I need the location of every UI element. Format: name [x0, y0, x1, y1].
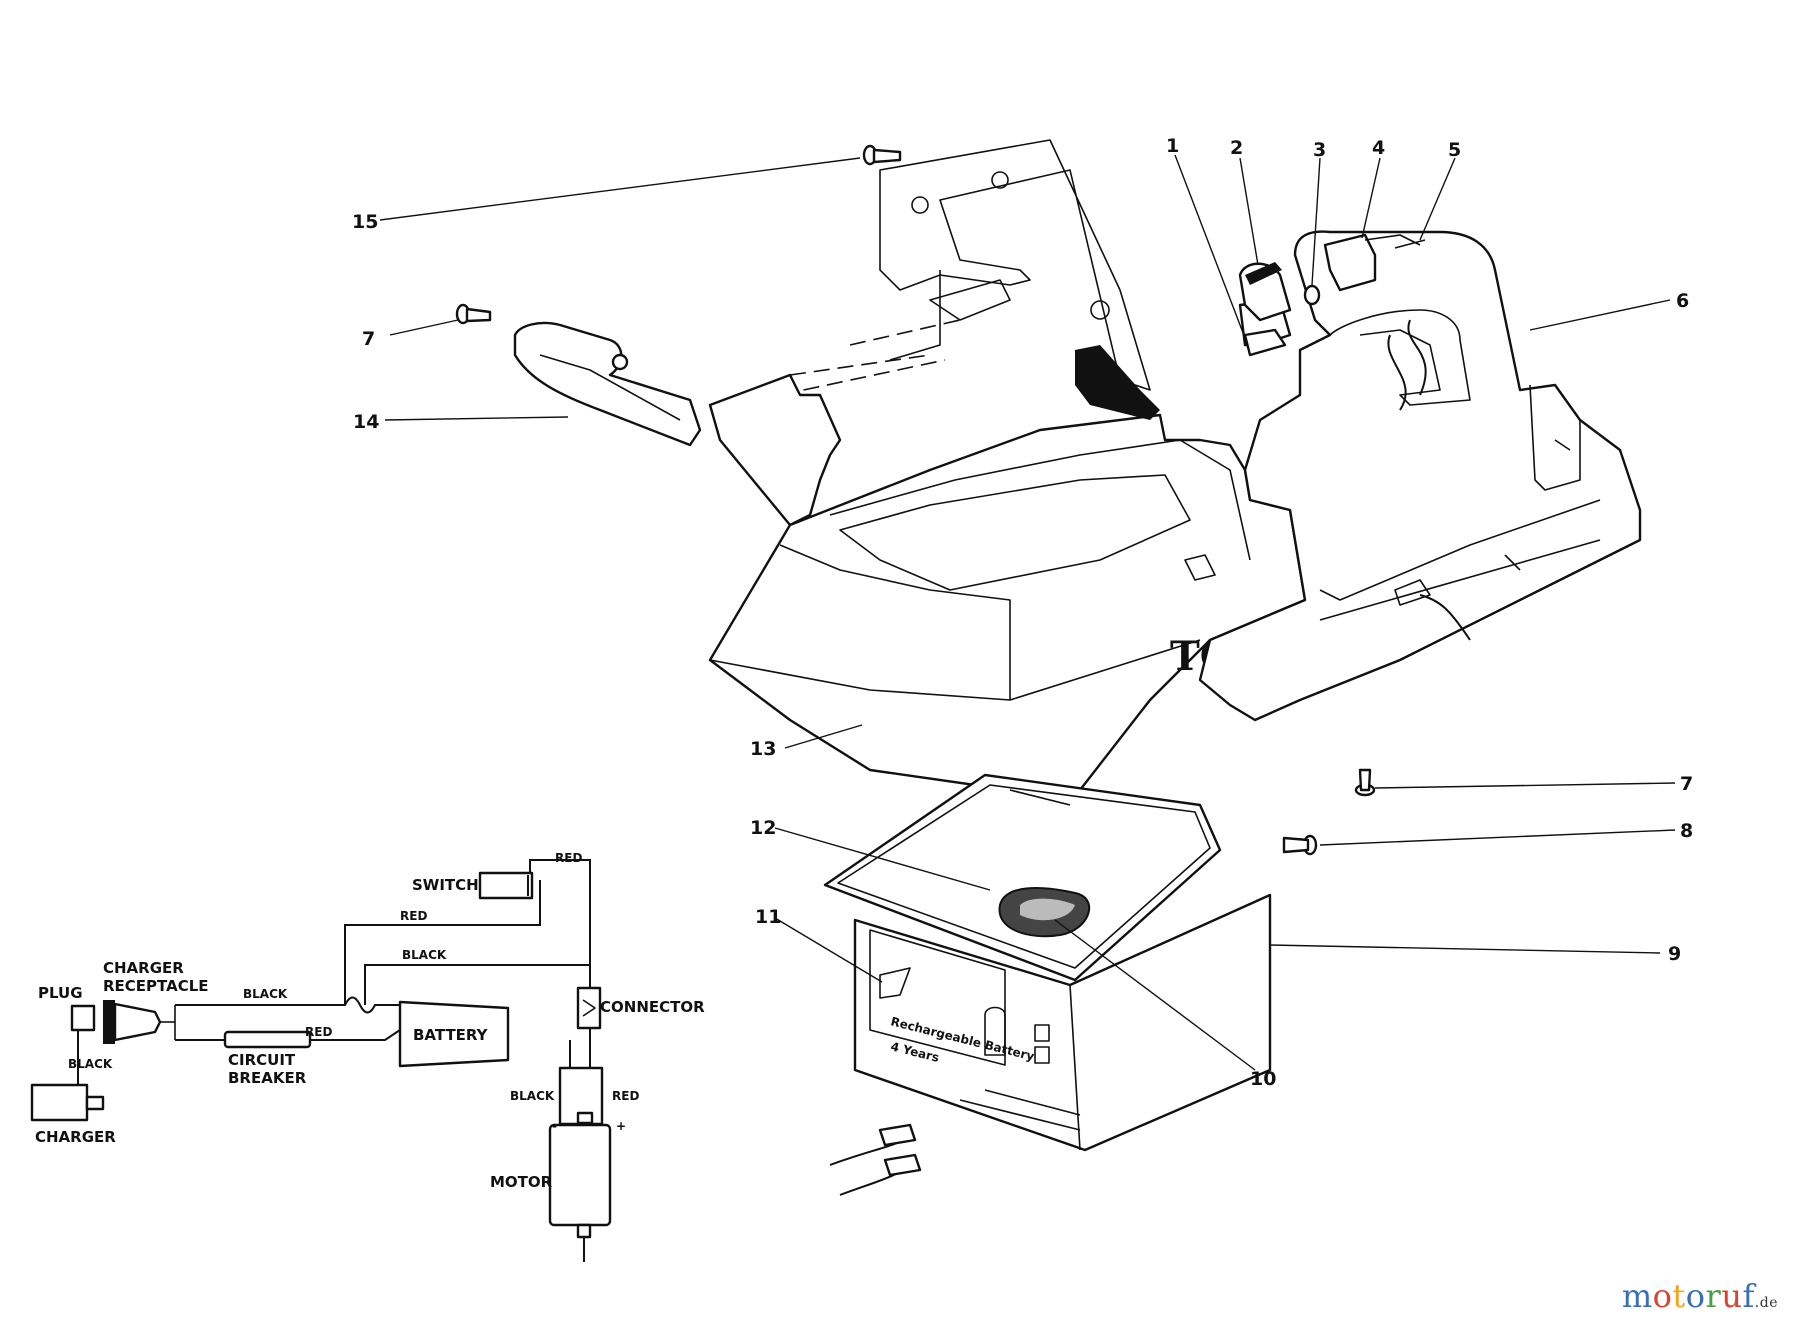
- part-3-washer: [1303, 284, 1321, 306]
- screw-15: [862, 144, 902, 166]
- label-charger-receptacle-2: RECEPTACLE: [103, 977, 209, 995]
- screw-7-upper: [455, 303, 492, 325]
- part-9-battery-case: Rechargeable Battery 4 Years: [829, 893, 1272, 1196]
- label-plug: PLUG: [38, 984, 83, 1002]
- watermark-letter: o: [1652, 1277, 1673, 1315]
- part-14-handle: [513, 321, 702, 447]
- callout-6: 6: [1676, 290, 1689, 312]
- label-breaker: BREAKER: [228, 1069, 307, 1087]
- wiring-motor-symbol: [548, 1066, 612, 1262]
- label-motor: MOTOR: [490, 1173, 553, 1191]
- label-black-mid: BLACK: [402, 948, 447, 962]
- callout-11: 11: [755, 906, 781, 928]
- wiring-schematic: SWITCH RED RED BLACK CHARGER RECEPTACLE …: [30, 851, 705, 1262]
- parts-drawing: TO: [352, 135, 1693, 1196]
- part-11-clip: [879, 967, 911, 999]
- watermark-letter: r: [1705, 1277, 1722, 1315]
- callout-8: 8: [1680, 820, 1693, 842]
- wiring-charger-symbol: [30, 1083, 105, 1122]
- screws: [455, 144, 1376, 856]
- screw-7-lower: [1354, 768, 1376, 797]
- label-circuit: CIRCUIT: [228, 1051, 296, 1069]
- wiring-connector-symbol: [576, 986, 602, 1030]
- watermark-letter: f: [1742, 1277, 1755, 1315]
- label-charger-receptacle-1: CHARGER: [103, 959, 184, 977]
- callout-15: 15: [352, 211, 378, 233]
- part-4-switch-body: [1323, 233, 1377, 292]
- label-battery: BATTERY: [413, 1026, 489, 1044]
- watermark-logo: motoruf.de: [1622, 1277, 1778, 1315]
- part-12-gasket: [823, 773, 1222, 982]
- label-switch: SWITCH: [412, 876, 479, 894]
- callout-13: 13: [750, 738, 776, 760]
- callout-12: 12: [750, 817, 776, 839]
- callout-5: 5: [1448, 139, 1461, 161]
- callout-14: 14: [353, 411, 379, 433]
- label-minus: -: [552, 1119, 557, 1133]
- watermark-letters: motoruf: [1622, 1277, 1755, 1315]
- label-connector: CONNECTOR: [600, 998, 705, 1016]
- watermark-letter: t: [1672, 1277, 1686, 1315]
- wiring-plug-symbol: [70, 1004, 96, 1032]
- label-black-motor: BLACK: [510, 1089, 555, 1103]
- part-15-rear-bracket: [779, 139, 1151, 396]
- watermark-letter: u: [1721, 1277, 1743, 1315]
- parts-1-5-switch-group: [1238, 233, 1426, 357]
- wiring-circuit-breaker-symbol: [223, 1030, 312, 1049]
- part-13-body-shell: TO: [708, 345, 1307, 792]
- callout-4: 4: [1372, 137, 1385, 159]
- part-5-terminal: [1394, 239, 1426, 249]
- wiring-switch-symbol: [478, 871, 534, 900]
- label-red-mid: RED: [400, 909, 427, 923]
- callout-1: 1: [1166, 135, 1179, 157]
- label-red-motor: RED: [612, 1089, 639, 1103]
- watermark-letter: o: [1685, 1277, 1706, 1315]
- part-10-foam-pad: [998, 887, 1091, 938]
- watermark-letter: m: [1621, 1277, 1653, 1315]
- label-plus: +: [616, 1119, 626, 1133]
- callout-7-upper: 7: [362, 328, 375, 350]
- leader-lines: [379, 154, 1676, 1071]
- label-red-breaker: RED: [305, 1025, 332, 1039]
- callout-numbers: 1 2 3 4 5 6 7 7 8 9 10 11 12 13 14 15: [352, 135, 1693, 1090]
- watermark-tld: .de: [1754, 1295, 1778, 1311]
- screw-8: [1282, 834, 1318, 856]
- part-6-frame: [1198, 230, 1642, 722]
- label-charger: CHARGER: [35, 1128, 116, 1146]
- callout-9: 9: [1668, 943, 1681, 965]
- callout-3: 3: [1313, 139, 1326, 161]
- callout-2: 2: [1230, 137, 1243, 159]
- wiring-charger-receptacle-symbol: [103, 1000, 176, 1044]
- callout-7-lower: 7: [1680, 773, 1693, 795]
- callout-10: 10: [1250, 1068, 1276, 1090]
- label-red-top: RED: [555, 851, 582, 865]
- label-black-charger: BLACK: [68, 1057, 113, 1071]
- label-black-left: BLACK: [243, 987, 288, 1001]
- wiring-battery-symbol: [398, 1000, 510, 1068]
